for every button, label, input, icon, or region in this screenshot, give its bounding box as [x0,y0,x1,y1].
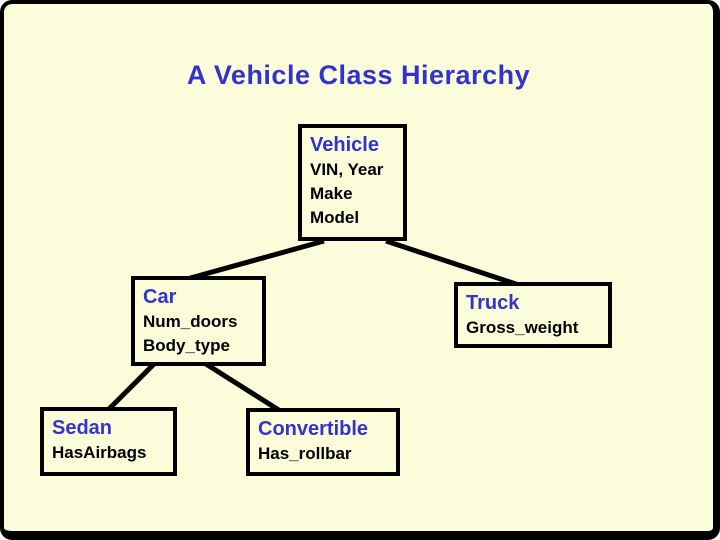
edge-car-convertible [204,361,287,417]
class-box-sedan: Sedan HasAirbags [40,407,177,476]
slide-title: A Vehicle Class Hierarchy [186,60,531,90]
class-attribute: Has_rollbar [258,444,352,463]
class-name-car: Car [143,286,177,308]
class-attribute: VIN, Year [310,160,384,179]
class-box-vehicle: Vehicle VIN, Year Make Model [298,124,407,241]
edge-car-sedan [103,362,156,415]
class-name-sedan: Sedan [52,417,113,439]
class-name-truck: Truck [466,292,520,314]
class-box-convertible: Convertible Has_rollbar [246,408,400,476]
class-attribute: Num_doors [143,312,238,331]
class-attribute: Gross_weight [466,318,579,337]
class-name-vehicle: Vehicle [310,134,379,156]
class-attribute: Make [310,184,353,203]
edge-vehicle-truck [385,238,529,291]
class-attribute: Body_type [143,336,230,355]
class-attribute: HasAirbags [52,443,147,462]
class-attribute: Model [310,208,360,227]
class-box-truck: Truck Gross_weight [454,282,612,348]
class-name-convertible: Convertible [258,418,369,440]
class-box-car: Car Num_doors Body_type [131,276,266,366]
